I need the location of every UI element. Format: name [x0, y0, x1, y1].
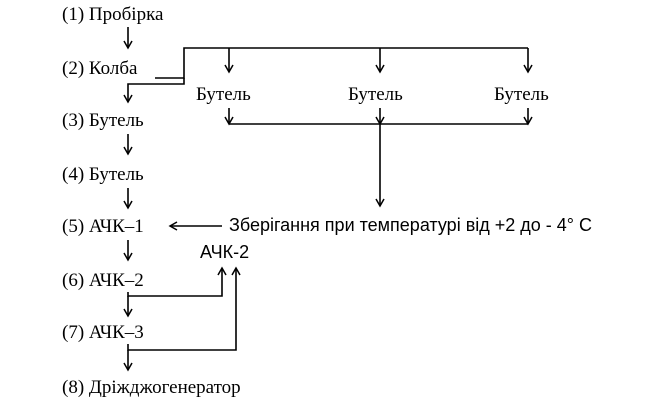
bottle-label-middle: Бутель	[348, 84, 403, 105]
step-4-label: (4) Бутель	[62, 164, 144, 185]
arrow-ack2-return	[127, 266, 227, 297]
arrow-ack3-return	[127, 266, 241, 351]
bottle-label-right: Бутель	[494, 84, 549, 105]
storage-label: Зберігання при температурі від +2 до - 4…	[229, 215, 592, 235]
bottle-label-left: Бутель	[196, 84, 251, 105]
step-5-label: (5) АЧК–1	[62, 216, 144, 237]
step-1-label: (1) Пробірка	[62, 4, 164, 25]
step-8-label: (8) Дріжджогенератор	[62, 377, 241, 398]
step-3-label: (3) Бутель	[62, 110, 144, 131]
step-7-label: (7) АЧК–3	[62, 322, 144, 343]
step-6-label: (6) АЧК–2	[62, 270, 144, 291]
ack-2-side-label: АЧК-2	[200, 242, 249, 262]
step-2-label: (2) Колба	[62, 58, 138, 79]
arrow-2-to-3	[123, 78, 185, 104]
flask-distribution-line	[155, 47, 528, 79]
